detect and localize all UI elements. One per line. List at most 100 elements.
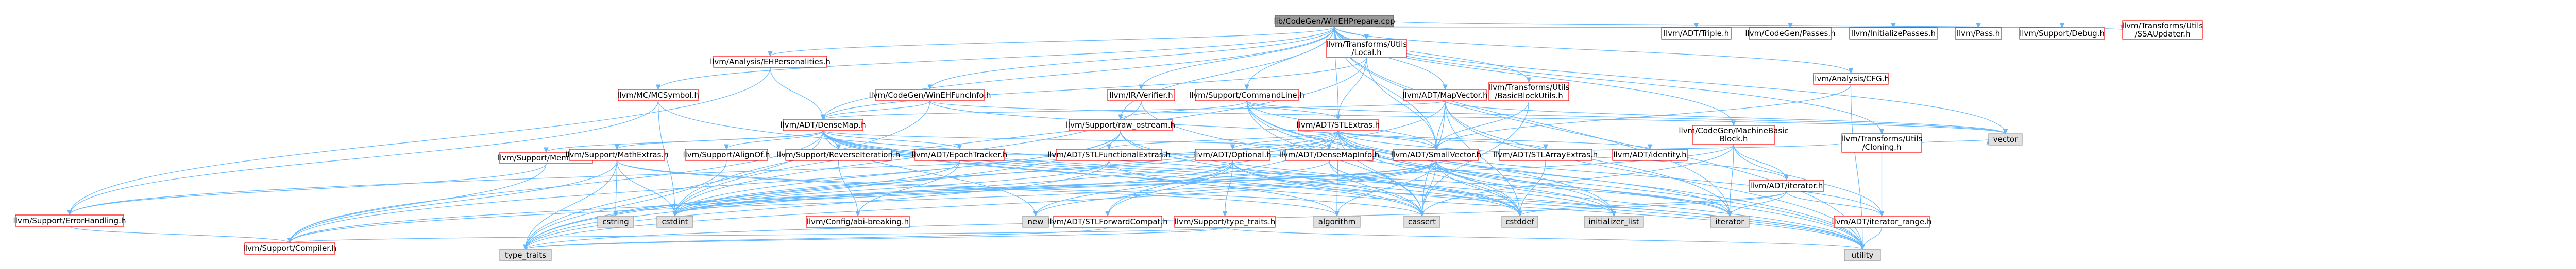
node-cfg[interactable]: llvm/Analysis/CFG.h <box>1812 73 1889 85</box>
node-box <box>1501 216 1538 228</box>
node-box <box>1069 119 1173 131</box>
node-ssau[interactable]: llvm/Transforms/Utils/SSAUpdater.h <box>2122 20 2204 40</box>
node-algorithm: algorithm <box>1313 216 1361 228</box>
node-reviter[interactable]: llvm/Support/ReverseIteration.h <box>777 149 900 161</box>
edge-rso-compiler <box>287 130 1121 244</box>
node-label: llvm/ADT/STLExtras.h <box>1297 120 1380 130</box>
edge-cloning-vector <box>1921 138 1991 145</box>
node-box <box>1393 149 1479 161</box>
node-box <box>914 149 1005 161</box>
node-label: llvm/Transforms/Utils/Cloning.h <box>1841 134 1923 152</box>
node-cstdint: cstdint <box>656 216 693 228</box>
node-dbg[interactable]: llvm/Support/Debug.h <box>2019 27 2105 40</box>
edge-stlextras-stlarray <box>1337 130 1548 150</box>
node-vector: vector <box>1988 133 2023 146</box>
node-alignof[interactable]: llvm/Support/AlignOf.h <box>683 149 770 161</box>
node-initp[interactable]: llvm/InitializePasses.h <box>1849 27 1938 40</box>
node-identity[interactable]: llvm/ADT/identity.h <box>1612 149 1688 161</box>
node-pass[interactable]: llvm/Pass.h <box>1955 27 2002 40</box>
node-dmi[interactable]: llvm/ADT/DenseMapInfo.h <box>1279 149 1379 161</box>
edge-optional-stlfwd <box>1105 160 1233 217</box>
node-optional[interactable]: llvm/ADT/Optional.h <box>1194 149 1272 161</box>
node-compiler[interactable]: llvm/Support/Compiler.h <box>243 242 337 255</box>
node-box <box>1834 216 1930 228</box>
node-box <box>1195 89 1299 101</box>
node-label: new <box>1027 217 1043 226</box>
node-box <box>1326 39 1407 58</box>
node-cstddef: cstddef <box>1501 216 1538 228</box>
node-triple[interactable]: llvm/ADT/Triple.h <box>1661 27 1732 40</box>
node-label: initializer_list <box>1588 217 1639 227</box>
edge-root-vector <box>1334 26 2008 135</box>
node-errh[interactable]: llvm/Support/ErrorHandling.h <box>13 214 126 227</box>
node-label: llvm/ADT/EpochTracker.h <box>912 150 1008 159</box>
node-box <box>499 249 552 261</box>
node-label: vector <box>1993 135 2018 144</box>
node-label: llvm/IR/Verifier.h <box>1109 91 1173 100</box>
edge-smallvec-algorithm <box>1334 160 1437 217</box>
edge-iterator-iteratorstd <box>1727 191 1787 217</box>
node-label: algorithm <box>1318 217 1355 226</box>
node-smallvec[interactable]: llvm/ADT/SmallVector.h <box>1391 149 1481 161</box>
edge-mbb-iterator <box>1733 144 1789 181</box>
node-label: type_traits <box>505 250 546 260</box>
edge-cfg-smallvec <box>1433 84 1852 150</box>
node-label: llvm/ADT/Optional.h <box>1194 150 1272 159</box>
node-label: llvm/Support/type_traits.h <box>1175 217 1276 227</box>
node-mathext[interactable]: llvm/Support/MathExtras.h <box>565 149 669 161</box>
node-label: llvm/ADT/DenseMap.h <box>780 120 866 130</box>
edge-mathext-compiler <box>287 160 618 244</box>
edge-stlfunc-cstdint <box>672 160 1110 217</box>
node-label: llvm/Transforms/Utils/BasicBlockUtils.h <box>1488 83 1570 100</box>
node-box <box>2019 27 2105 40</box>
edge-dmi-cstdint <box>672 160 1330 217</box>
node-box <box>1692 125 1775 145</box>
node-typetraits[interactable]: llvm/Support/type_traits.h <box>1174 216 1276 228</box>
node-label: llvm/Pass.h <box>1957 29 2000 38</box>
edge-memalloc-errh <box>67 163 547 216</box>
node-root: lib/CodeGen/WinEHPrepare.cpp <box>1274 15 1395 27</box>
node-densemap[interactable]: llvm/ADT/DenseMap.h <box>780 119 866 131</box>
node-mapv[interactable]: llvm/ADT/MapVector.h <box>1402 89 1488 101</box>
node-epoch[interactable]: llvm/ADT/EpochTracker.h <box>912 149 1008 161</box>
node-box <box>875 89 985 101</box>
node-mcsym[interactable]: llvm/MC/MCSymbol.h <box>617 89 699 101</box>
edge-mapv-vector <box>1445 100 2008 135</box>
node-box <box>1661 27 1732 40</box>
node-label: llvm/Config/abi-breaking.h <box>807 217 909 226</box>
node-box <box>1612 149 1688 161</box>
node-cfgabi[interactable]: llvm/Config/abi-breaking.h <box>806 216 910 228</box>
node-cloning[interactable]: llvm/Transforms/Utils/Cloning.h <box>1841 133 1923 153</box>
node-stlextras[interactable]: llvm/ADT/STLExtras.h <box>1297 119 1380 131</box>
node-bbu[interactable]: llvm/Transforms/Utils/BasicBlockUtils.h <box>1488 82 1570 101</box>
edge-root-ehp <box>768 26 1335 57</box>
node-box <box>1107 89 1175 101</box>
node-ehp[interactable]: llvm/Analysis/EHPersonalities.h <box>710 56 831 68</box>
node-box <box>1022 216 1049 228</box>
node-new: new <box>1022 216 1049 228</box>
node-wehfi[interactable]: llvm/CodeGen/WinEHFuncInfo.h <box>869 89 991 101</box>
node-iterrange[interactable]: llvm/ADT/iterator_range.h <box>1832 216 1932 228</box>
node-stlfwd[interactable]: llvm/ADT/STLForwardCompat.h <box>1047 216 1168 228</box>
node-label: llvm/MC/MCSymbol.h <box>617 91 699 100</box>
node-label: llvm/Support/ReverseIteration.h <box>777 150 900 159</box>
edge-iterator-cstddef <box>1517 191 1787 217</box>
node-tulocal[interactable]: llvm/Transforms/Utils/Local.h <box>1326 39 1408 58</box>
node-cstring: cstring <box>597 216 634 228</box>
node-label: llvm/CodeGen/Passes.h <box>1745 29 1835 38</box>
node-iterator[interactable]: llvm/ADT/iterator.h <box>1749 180 1824 192</box>
node-stlarray[interactable]: llvm/ADT/STLArrayExtras.h <box>1494 149 1598 161</box>
node-label: llvm/Support/CommandLine.h <box>1189 91 1304 100</box>
edge-smallvec-utility <box>1435 160 1865 250</box>
node-stlfunc[interactable]: llvm/ADT/STLFunctionalExtras.h <box>1047 149 1171 161</box>
node-box <box>1710 216 1750 228</box>
edge-rso-type_traits <box>523 130 1121 250</box>
node-cmdl[interactable]: llvm/Support/CommandLine.h <box>1189 89 1304 101</box>
node-box <box>2122 20 2203 40</box>
edge-densemap-epoch <box>822 130 962 150</box>
node-box <box>618 89 699 101</box>
node-cgp[interactable]: llvm/CodeGen/Passes.h <box>1745 27 1836 40</box>
node-rso[interactable]: llvm/Support/raw_ostream.h <box>1066 119 1175 131</box>
node-irv[interactable]: llvm/IR/Verifier.h <box>1107 89 1175 101</box>
